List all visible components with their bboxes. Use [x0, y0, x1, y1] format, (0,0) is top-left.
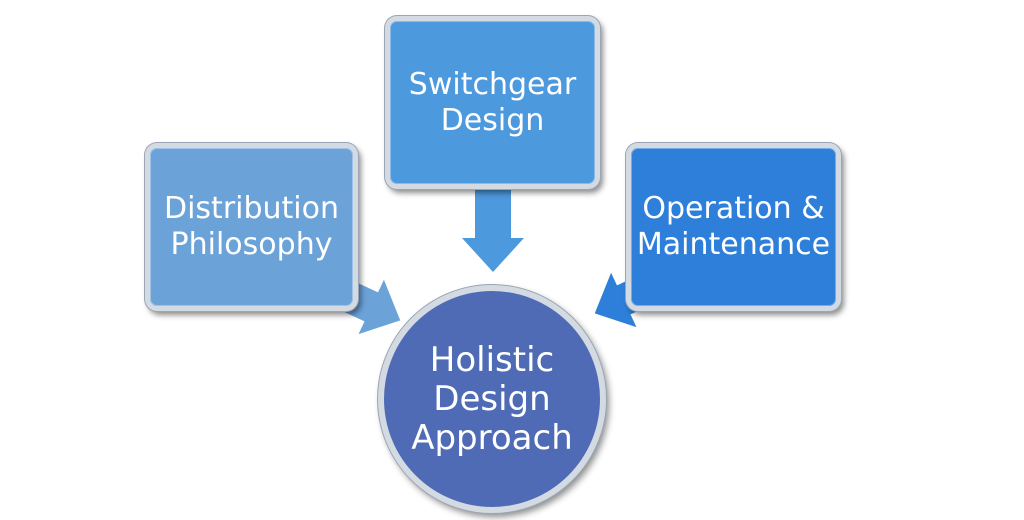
node-operation-maintenance: Operation & Maintenance: [626, 143, 841, 311]
node-label-line: Design: [433, 378, 551, 419]
node-label-line: Maintenance: [636, 227, 831, 262]
arrow-switchgear-to-hub: [462, 190, 524, 272]
node-label-line: Switchgear: [408, 66, 577, 102]
node-label-line: Philosophy: [170, 227, 333, 262]
node-label-line: Design: [440, 102, 545, 138]
node-label-line: Approach: [411, 417, 573, 458]
node-label-line: Distribution: [163, 191, 340, 226]
node-label-line: Operation &: [642, 191, 825, 226]
node-label-line: Holistic: [429, 339, 555, 380]
node-holistic-design-approach: Holistic Design Approach: [378, 285, 606, 513]
node-switchgear-design: Switchgear Design: [385, 16, 600, 189]
node-distribution-philosophy: Distribution Philosophy: [145, 143, 358, 311]
